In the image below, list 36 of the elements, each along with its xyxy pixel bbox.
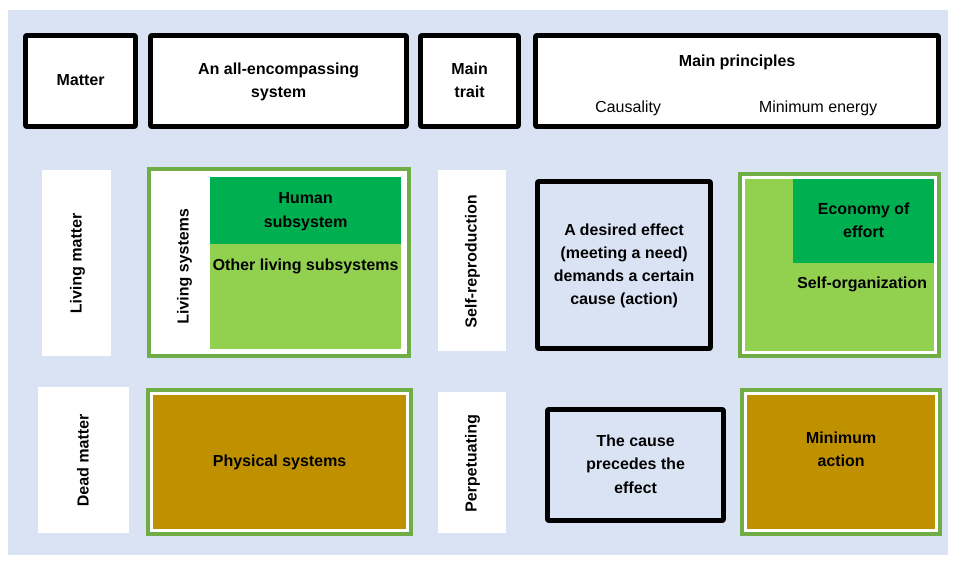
node-label: Self-organization <box>797 274 927 294</box>
node-label: Living systems <box>174 208 194 324</box>
trait-label-box <box>438 170 506 351</box>
trait-label-box <box>438 392 506 533</box>
node-label: Self-reproduction <box>462 194 482 328</box>
principle-box <box>740 388 942 536</box>
node-label: An all-encompassing system <box>197 60 360 103</box>
node-label: Main trait <box>450 60 489 103</box>
header-box <box>533 33 941 129</box>
node-label: Minimum action <box>804 429 878 472</box>
system-box <box>147 167 411 358</box>
subsystem-box <box>210 244 401 349</box>
category-label-box <box>38 387 129 533</box>
header-box <box>23 33 138 129</box>
node-label: Other living subsystems <box>212 256 400 276</box>
node-label: Dead matter <box>74 414 93 506</box>
category-label-box <box>42 170 111 356</box>
node-label: Physical systems <box>212 452 348 472</box>
node-label: A desired effect (meeting a need) demands a certain cause (action) <box>552 220 696 310</box>
system-box <box>146 388 413 536</box>
node-label: Human subsystem <box>262 189 348 232</box>
heading: Main principles <box>678 52 796 72</box>
node-label: Perpetuating <box>462 414 482 512</box>
principle-subbox <box>793 179 934 263</box>
principle-label: Causality <box>594 98 662 118</box>
principle-box <box>535 179 713 351</box>
header-box <box>148 33 409 129</box>
node-label: The cause precedes the effect <box>585 432 686 499</box>
header-box <box>418 33 521 129</box>
node-label: Economy of effort <box>816 200 910 243</box>
principle-label: Minimum energy <box>758 98 878 118</box>
node-label: Matter <box>55 71 106 92</box>
subsystem-box <box>210 177 401 244</box>
node-label: Living matter <box>66 212 86 314</box>
principle-box <box>738 172 941 358</box>
principle-box <box>545 407 726 523</box>
